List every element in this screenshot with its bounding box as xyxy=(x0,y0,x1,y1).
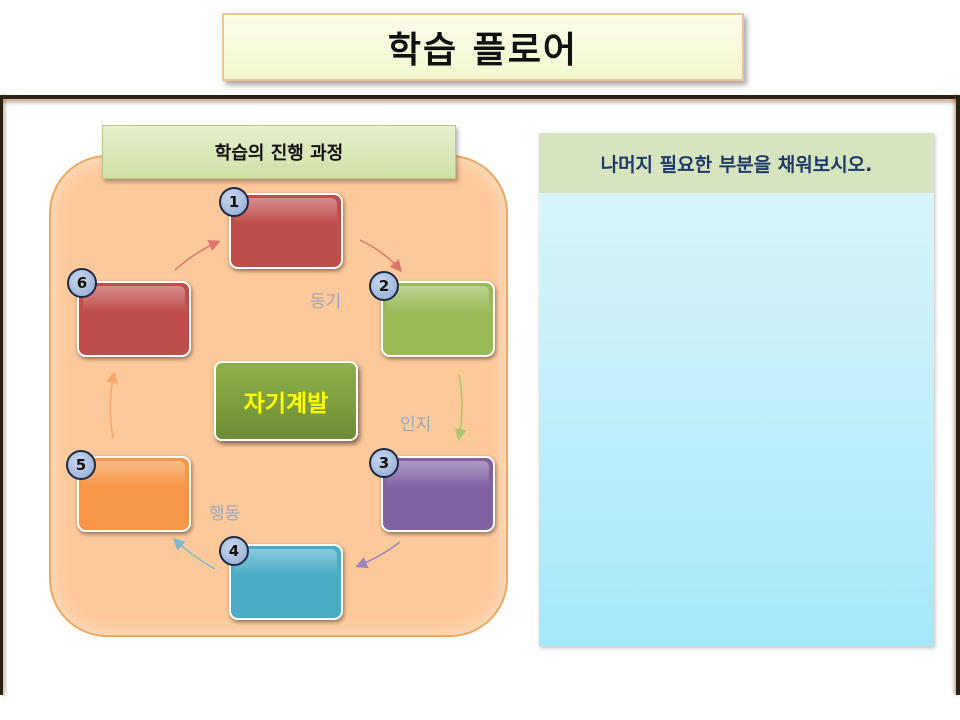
flow-label-cognition: 인지 xyxy=(400,415,432,435)
center-node-label: 자기계발 xyxy=(243,391,329,417)
step-3-badge: 3 xyxy=(369,448,399,478)
step-4-box xyxy=(229,544,343,620)
step-2-box xyxy=(381,281,495,357)
step-4-badge: 4 xyxy=(219,536,249,566)
slide-title: 학습 플로어 xyxy=(387,30,579,71)
process-panel-label-text: 학습의 진행 과정 xyxy=(214,143,344,164)
slide-title-box: 학습 플로어 xyxy=(222,13,744,81)
step-2-badge: 2 xyxy=(369,271,399,301)
answer-panel: 나머지 필요한 부분을 채워보시오. xyxy=(539,133,934,646)
answer-prompt: 나머지 필요한 부분을 채워보시오. xyxy=(600,153,873,176)
step-6-badge: 6 xyxy=(67,268,97,298)
step-3-box xyxy=(381,456,495,532)
process-panel-label: 학습의 진행 과정 xyxy=(102,125,456,179)
flow-label-motivation: 동기 xyxy=(310,292,342,312)
step-5-badge: 5 xyxy=(66,450,96,480)
content-frame xyxy=(0,95,960,720)
step-1-badge: 1 xyxy=(219,187,249,217)
center-node: 자기계발 xyxy=(214,361,358,441)
frame-top-border xyxy=(0,95,960,99)
frame-left-border xyxy=(0,95,3,695)
answer-area[interactable] xyxy=(539,193,934,646)
frame-right-border xyxy=(956,95,960,695)
answer-panel-header: 나머지 필요한 부분을 채워보시오. xyxy=(539,133,934,193)
step-6-box xyxy=(77,281,191,357)
step-5-box xyxy=(77,456,191,532)
step-1-box xyxy=(229,193,343,269)
flow-label-action: 행동 xyxy=(209,504,241,524)
